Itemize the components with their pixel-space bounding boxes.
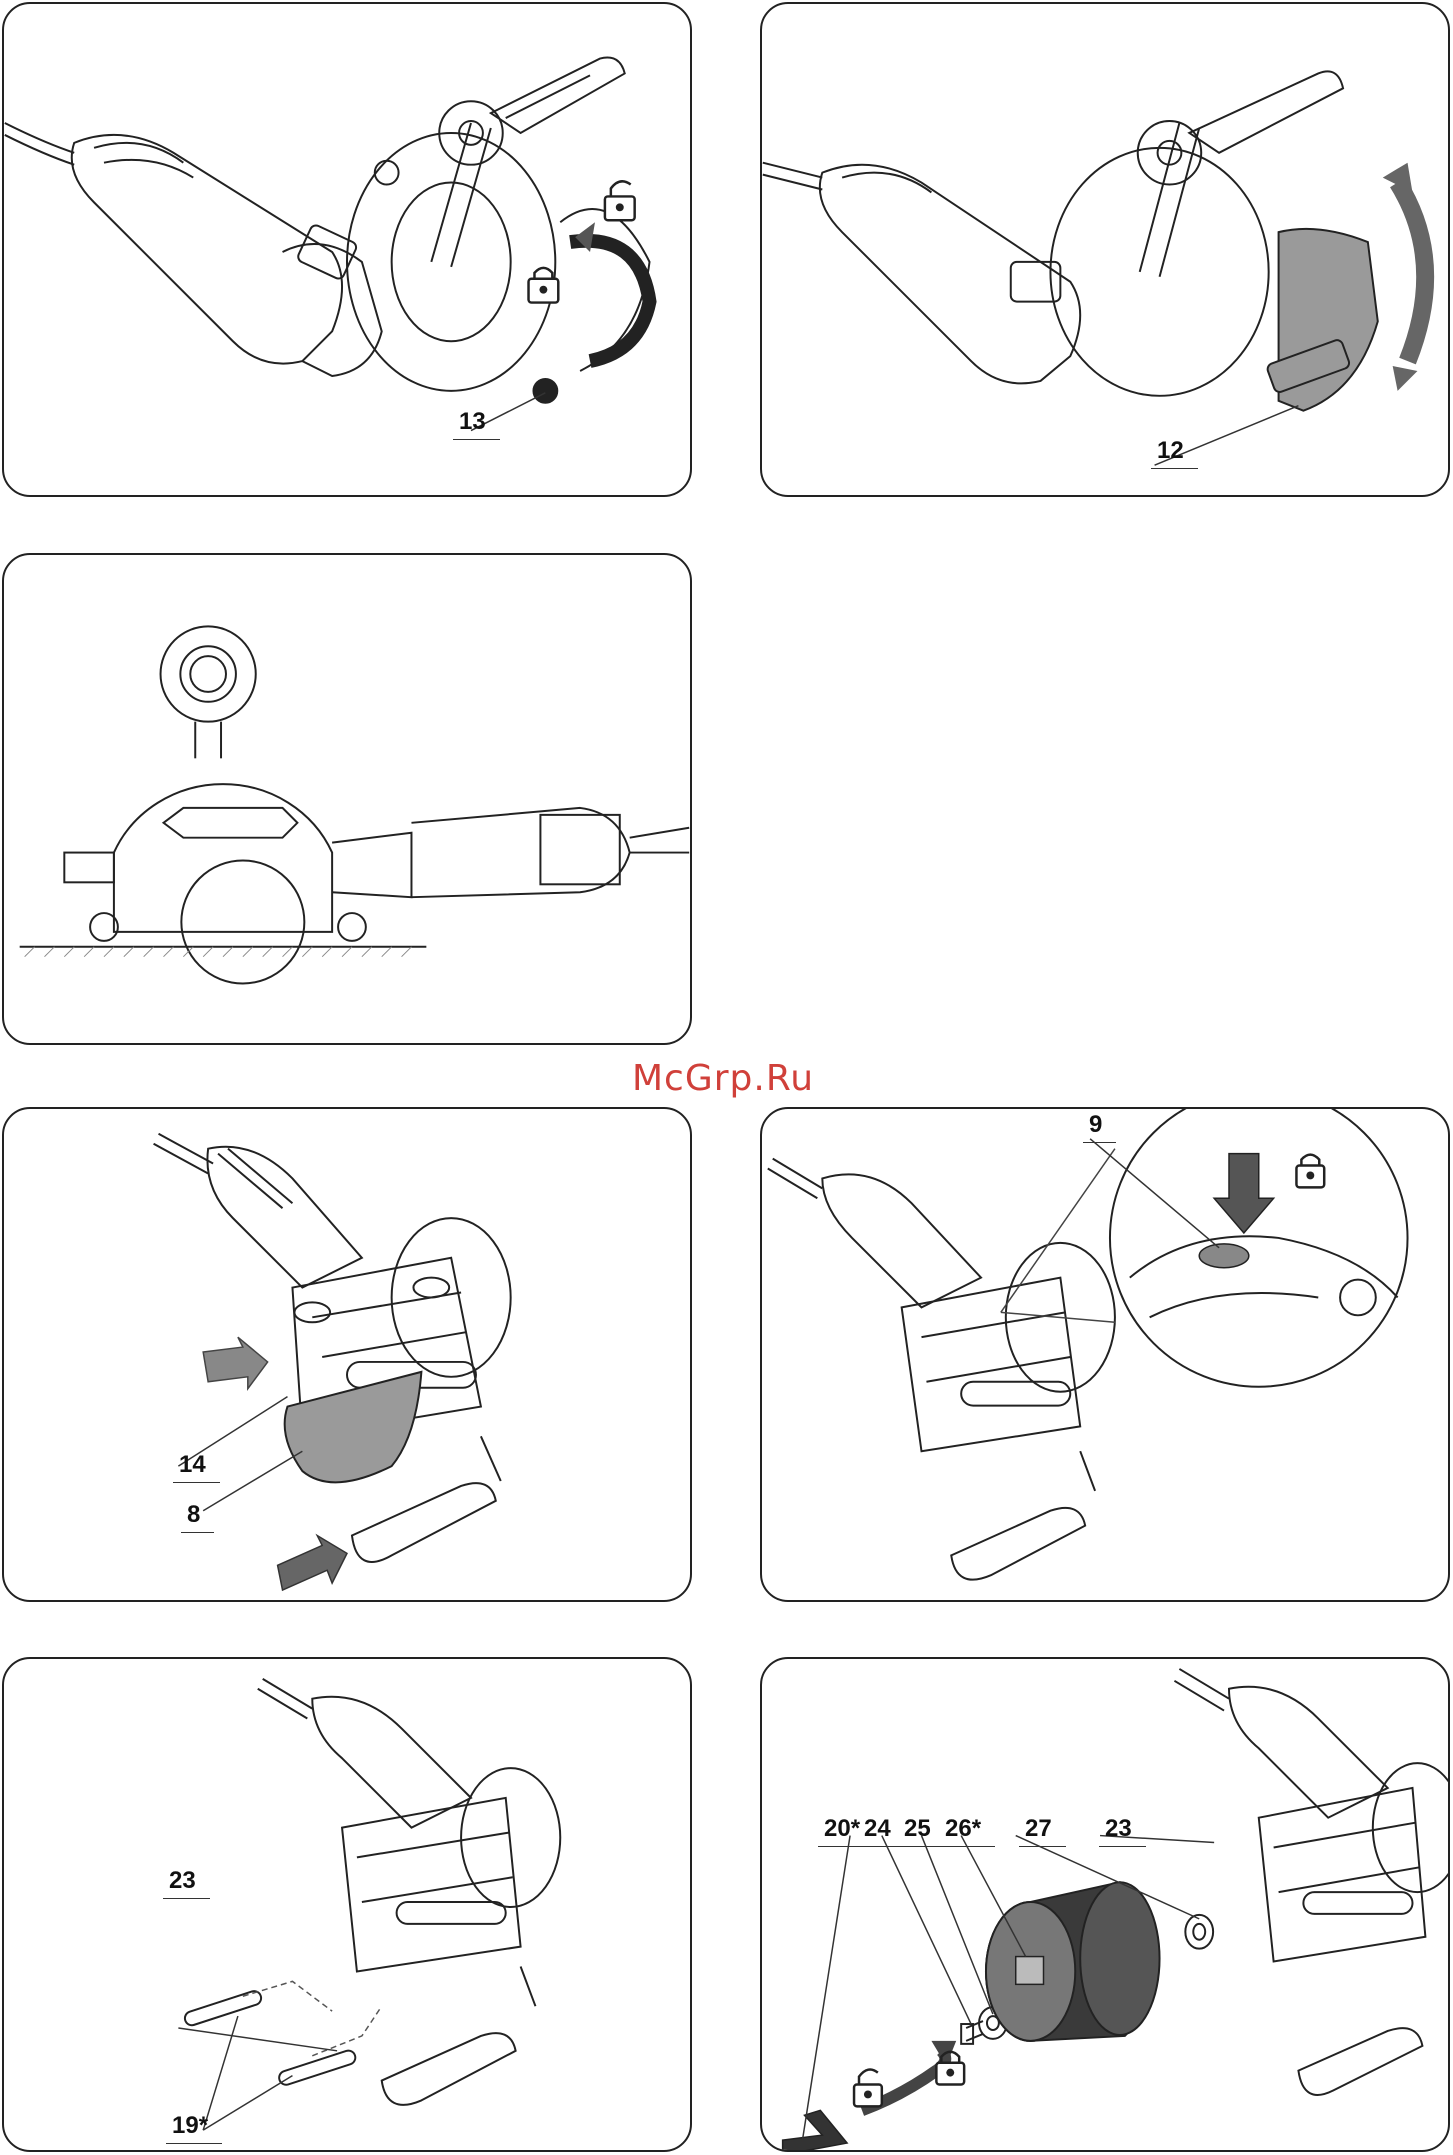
callout-label-19: 19* (172, 2112, 208, 2140)
unlock-icon (605, 181, 635, 220)
callout-label-14: 14 (179, 1451, 206, 1479)
callout-label-20: 20* (824, 1815, 860, 1843)
callout-label-27: 27 (1025, 1815, 1052, 1843)
roller-install-illustration (762, 1659, 1448, 2150)
figure-panel-5: 9 (760, 1107, 1450, 1602)
spindle-lock-illustration (762, 1109, 1448, 1600)
callout-label-23b: 23 (1105, 1815, 1132, 1843)
guard-panel-shaded (285, 1372, 422, 1482)
callout-label-12: 12 (1157, 437, 1184, 465)
callout-label-9: 9 (1089, 1111, 1102, 1139)
unlock-icon (854, 2069, 882, 2106)
arrow-icon (1214, 1154, 1274, 1233)
grinder-guard-roller-illustration (4, 4, 690, 495)
grinder-guard-adjust-illustration (762, 4, 1448, 495)
side-view-illustration (4, 555, 690, 1043)
figure-panel-7: 20* 24 25 26* 27 23 (760, 1657, 1450, 2152)
callout-label-13: 13 (459, 408, 486, 436)
watermark-text: McGrp.Ru (632, 1058, 814, 1099)
callout-label-24: 24 (864, 1815, 891, 1843)
pin-assembly-illustration (4, 1659, 690, 2150)
wire-brush-roller (986, 1882, 1160, 2041)
lock-icon (1296, 1155, 1324, 1188)
lock-icon (529, 268, 559, 303)
figure-panel-3 (2, 553, 692, 1045)
figure-panel-1: 13 (2, 2, 692, 497)
arrow-icon (1383, 163, 1425, 391)
callout-label-8: 8 (187, 1501, 200, 1529)
figure-panel-4: 14 8 (2, 1107, 692, 1602)
figure-panel-2: 12 (760, 2, 1450, 497)
arrow-icon (570, 222, 649, 361)
figure-panel-6: 23 19* (2, 1657, 692, 2152)
callout-label-23: 23 (169, 1867, 196, 1895)
callout-label-26: 26* (945, 1815, 981, 1843)
guard-removal-illustration (4, 1109, 690, 1600)
callout-label-25: 25 (904, 1815, 931, 1843)
